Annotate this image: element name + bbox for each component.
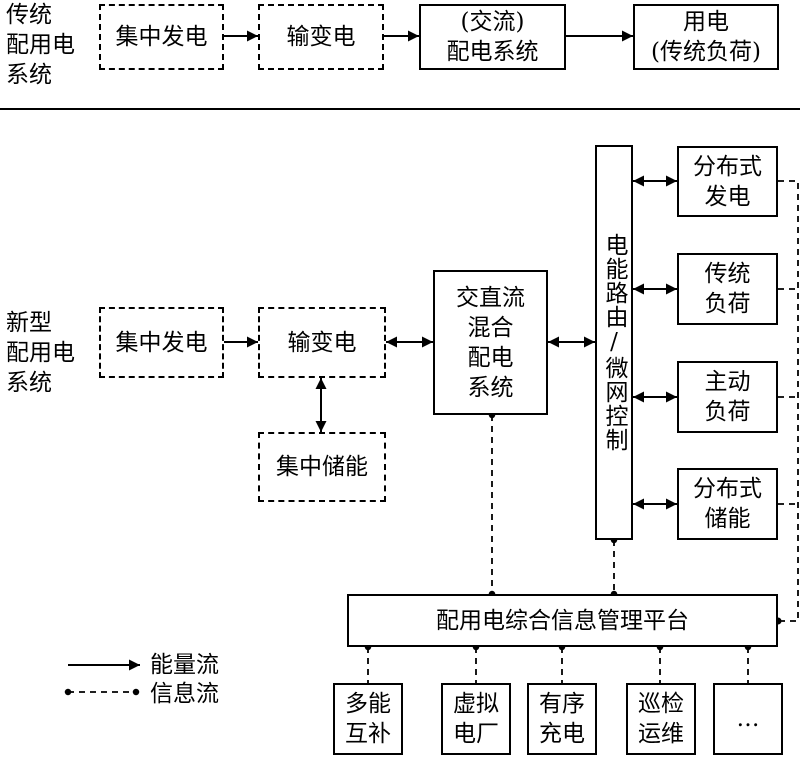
b1-line2: 互补 <box>345 721 391 747</box>
info-right-bus <box>778 180 799 622</box>
hybrid-line1: 交直流 <box>456 284 525 311</box>
b1-line1: 多能 <box>345 691 391 717</box>
hybrid-line3: 配电 <box>467 344 514 371</box>
trad-central-generation: 集中发电 <box>99 4 224 70</box>
new-gen-label: 集中发电 <box>115 329 208 356</box>
b3-line2: 充电 <box>539 721 585 747</box>
tl-line2: 负荷 <box>704 291 751 317</box>
b2-line1: 虚拟 <box>453 691 499 717</box>
new-title-line3: 系统 <box>6 370 52 396</box>
trad-title-line3: 系统 <box>6 62 52 88</box>
ds-line2: 储能 <box>704 506 751 532</box>
legend-info-label: 信息流 <box>150 681 219 707</box>
hybrid-line4: 系统 <box>467 374 514 401</box>
trad-load-line1: 用电 <box>683 9 729 35</box>
distributed-storage: 分布式 储能 <box>677 468 778 540</box>
b4-line1: 巡检 <box>638 691 684 717</box>
trad-transmission: 输变电 <box>258 4 384 70</box>
router-label: 电能路由/微网控制 <box>601 233 627 452</box>
dg-line2: 发电 <box>704 183 751 210</box>
trad-trans-label: 输变电 <box>286 24 356 50</box>
inspection-maintenance: 巡检 运维 <box>626 683 696 755</box>
al-line1: 主动 <box>704 369 751 395</box>
legend-energy-label: 能量流 <box>150 652 219 678</box>
storage-label: 集中储能 <box>276 454 368 480</box>
trad-gen-label: 集中发电 <box>115 24 208 50</box>
central-storage: 集中储能 <box>258 432 386 502</box>
platform-label: 配用电综合信息管理平台 <box>436 607 689 634</box>
b5-line1: … <box>736 706 760 732</box>
virtual-power-plant: 虚拟 电厂 <box>441 683 511 755</box>
traditional-load: 传统 负荷 <box>677 253 778 325</box>
energy-router: 电能路由/微网控制 <box>595 145 633 540</box>
trad-dist-line1: (交流) <box>460 9 525 35</box>
hybrid-distribution: 交直流 混合 配电 系统 <box>433 270 548 415</box>
new-transmission: 输变电 <box>258 307 386 378</box>
tl-line1: 传统 <box>704 261 751 287</box>
orderly-charging: 有序 充电 <box>527 683 597 755</box>
new-trans-label: 输变电 <box>287 329 357 356</box>
hybrid-line2: 混合 <box>467 314 514 341</box>
new-title-line1: 新型 <box>6 310 52 336</box>
b4-line2: 运维 <box>638 721 684 747</box>
trad-ac-distribution: (交流) 配电系统 <box>419 4 566 70</box>
trad-dist-line2: 配电系统 <box>446 39 539 65</box>
new-section-title: 新型 配用电 系统 <box>6 308 96 398</box>
active-load: 主动 负荷 <box>677 361 778 433</box>
dg-line1: 分布式 <box>693 153 762 180</box>
b2-line2: 电厂 <box>453 721 499 747</box>
al-line2: 负荷 <box>704 399 751 425</box>
more-ellipsis: … <box>713 683 783 755</box>
trad-title-line2: 配用电 <box>6 32 75 58</box>
multi-energy-complement: 多能 互补 <box>333 683 403 755</box>
new-title-line2: 配用电 <box>6 340 75 366</box>
traditional-section-title: 传统 配用电 系统 <box>6 0 96 90</box>
new-central-generation: 集中发电 <box>99 307 224 378</box>
ds-line1: 分布式 <box>693 476 762 502</box>
b3-line1: 有序 <box>539 691 585 717</box>
distributed-generation: 分布式 发电 <box>677 146 778 217</box>
trad-title-line1: 传统 <box>6 2 52 28</box>
trad-load: 用电 (传统负荷) <box>633 4 779 70</box>
trad-load-line2: (传统负荷) <box>651 39 761 65</box>
info-management-platform: 配用电综合信息管理平台 <box>347 594 778 647</box>
